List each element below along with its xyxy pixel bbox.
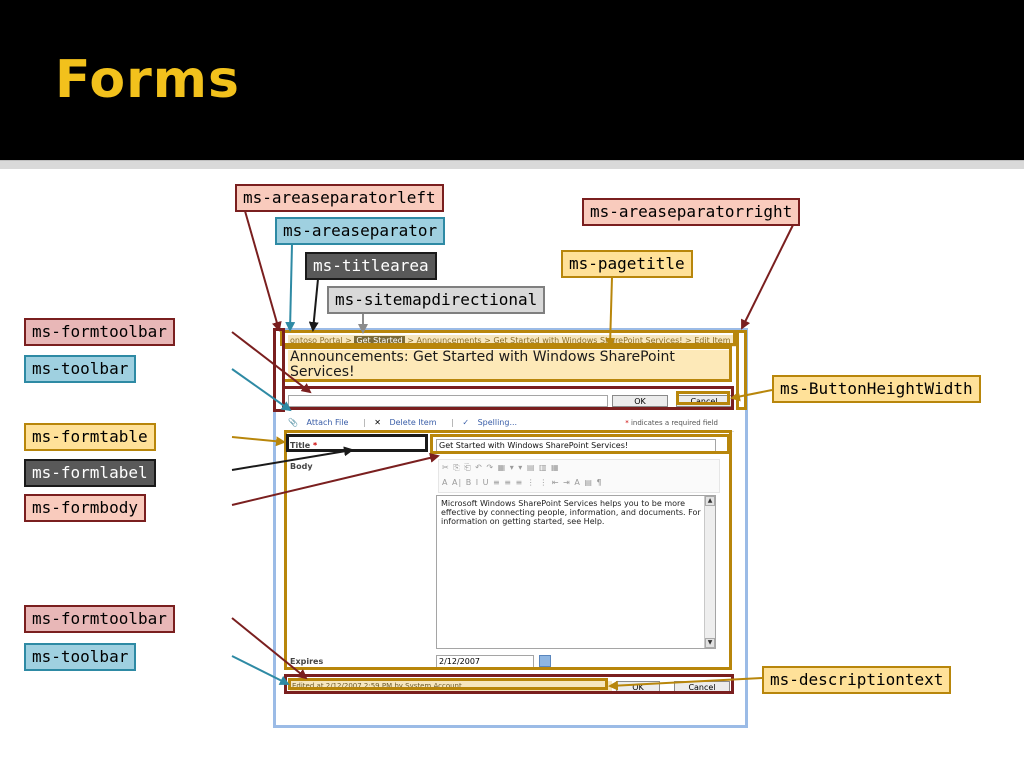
rich-text-toolbar[interactable]: ✂ ⎘ ⎗ ↶ ↷ ▦ ▾ ▾ ▤ ▥ ▦ A A| B I U ≡ ≡ ≡ ⋮… bbox=[438, 459, 720, 493]
breadcrumb-start[interactable]: ontoso Portal > bbox=[290, 336, 355, 345]
delete-x-icon: ✕ bbox=[374, 418, 381, 427]
arrow-toolbar-top bbox=[231, 368, 292, 412]
title-divider bbox=[0, 160, 1024, 169]
label-areaseparatorleft: ms-areaseparatorleft bbox=[235, 184, 444, 212]
body-scrollbar[interactable]: ▲ ▼ bbox=[704, 496, 715, 648]
label-pagetitle: ms-pagetitle bbox=[561, 250, 693, 278]
breadcrumb-rest[interactable]: > Announcements > Get Started with Windo… bbox=[404, 336, 731, 345]
rte-toolbar-row-2[interactable]: A A| B I U ≡ ≡ ≡ ⋮ ⋮ ⇤ ⇥ A ▤ ¶ bbox=[442, 478, 603, 487]
label-formtable: ms-formtable bbox=[24, 423, 156, 451]
label-sitemapdirectional: ms-sitemapdirectional bbox=[327, 286, 546, 314]
label-toolbar-bottom: ms-toolbar bbox=[24, 643, 137, 671]
spellcheck-icon: ✓ bbox=[462, 418, 470, 427]
body-field-label: Body bbox=[290, 462, 313, 471]
arrow-areaseparatorright bbox=[741, 224, 794, 330]
body-text: Microsoft Windows SharePoint Services he… bbox=[441, 499, 701, 526]
label-descriptiontext: ms-descriptiontext bbox=[762, 666, 952, 694]
required-field-note: * indicates a required field bbox=[625, 419, 718, 427]
attach-file-link[interactable]: 📎 Attach File bbox=[288, 418, 349, 427]
page-title: Announcements: Get Started with Windows … bbox=[288, 350, 730, 382]
arrow-toolbar-bottom bbox=[231, 655, 290, 685]
label-formlabel: ms-formlabel bbox=[24, 459, 156, 487]
top-toolbar-field bbox=[288, 395, 608, 407]
arrow-formtoolbar-top bbox=[231, 331, 312, 394]
body-textarea[interactable]: Microsoft Windows SharePoint Services he… bbox=[436, 495, 716, 649]
spelling-link[interactable]: ✓ Spelling... bbox=[462, 418, 518, 427]
expires-field-label: Expires bbox=[290, 657, 324, 666]
arrow-formtable bbox=[231, 436, 286, 447]
arrow-areaseparator bbox=[285, 243, 296, 332]
scroll-down-arrow-icon[interactable]: ▼ bbox=[705, 638, 715, 648]
delete-item-link[interactable]: ✕ Delete Item bbox=[374, 418, 437, 427]
arrow-titlearea bbox=[308, 278, 319, 332]
arrow-descriptiontext bbox=[608, 677, 763, 691]
arrow-formtoolbar-bottom bbox=[231, 617, 308, 680]
arrow-areaseparatorleft bbox=[244, 210, 282, 332]
arrow-buttonheightwidth bbox=[730, 389, 773, 402]
label-areaseparator: ms-areaseparator bbox=[275, 217, 446, 245]
label-toolbar-top: ms-toolbar bbox=[24, 355, 137, 383]
slide-title: Forms bbox=[55, 50, 240, 110]
scroll-up-arrow-icon[interactable]: ▲ bbox=[705, 496, 715, 506]
calendar-icon[interactable] bbox=[539, 655, 551, 667]
title-band bbox=[0, 0, 1024, 160]
label-buttonheightwidth: ms-ButtonHeightWidth bbox=[772, 375, 981, 403]
arrow-formlabel bbox=[231, 446, 354, 471]
label-formtoolbar-top: ms-formtoolbar bbox=[24, 318, 175, 346]
rte-toolbar-row-1[interactable]: ✂ ⎘ ⎗ ↶ ↷ ▦ ▾ ▾ ▤ ▥ ▦ bbox=[442, 463, 560, 472]
paperclip-icon: 📎 bbox=[288, 418, 298, 427]
arrow-pagetitle bbox=[605, 276, 616, 348]
arrow-formbody bbox=[231, 452, 440, 506]
breadcrumb-current-site[interactable]: Get Started bbox=[354, 336, 405, 345]
label-areaseparatorright: ms-areaseparatorright bbox=[582, 198, 801, 226]
description-text: Edited at 2/12/2007 2:59 PM by System Ac… bbox=[290, 681, 612, 691]
label-formbody: ms-formbody bbox=[24, 494, 146, 522]
label-formtoolbar-bottom: ms-formtoolbar bbox=[24, 605, 175, 633]
title-field-label: Title * bbox=[290, 441, 318, 450]
ok-button-top[interactable]: OK bbox=[612, 395, 668, 407]
label-titlearea: ms-titlearea bbox=[305, 252, 437, 280]
